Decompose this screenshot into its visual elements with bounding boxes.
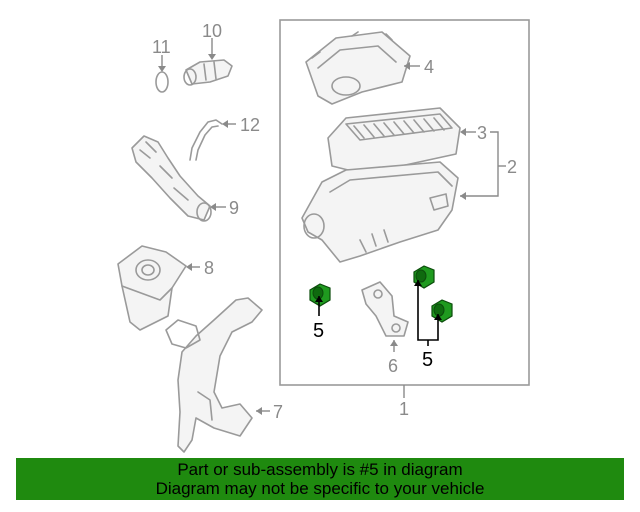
callout-1: 1 xyxy=(399,399,409,419)
parts-diagram: 11 10 12 9 8 7 xyxy=(117,19,530,453)
lower-housing[interactable] xyxy=(301,161,459,263)
part-9-intake-duct[interactable] xyxy=(131,135,212,222)
footer-line-1: Part or sub-assembly is #5 in diagram xyxy=(177,460,463,479)
callout-5-right: 5 xyxy=(422,349,433,371)
part-4-cover[interactable] xyxy=(305,31,411,105)
part-8-resonator[interactable] xyxy=(117,245,187,331)
part-3-filter[interactable] xyxy=(327,107,461,175)
part-10-sensor[interactable] xyxy=(183,59,233,86)
part-12-hose[interactable] xyxy=(189,119,223,161)
callout-2: 2 xyxy=(507,157,517,177)
callout-9: 9 xyxy=(229,198,239,218)
callout-5-left: 5 xyxy=(313,320,324,342)
part-5-grommet-left[interactable] xyxy=(309,283,331,307)
callout-12: 12 xyxy=(240,115,260,135)
callout-4: 4 xyxy=(424,57,434,77)
callout-11: 11 xyxy=(152,37,171,57)
callout-6: 6 xyxy=(388,356,398,376)
part-11-ring[interactable] xyxy=(155,71,169,93)
callout-3: 3 xyxy=(477,123,487,143)
part-7-intake-pipe[interactable] xyxy=(165,297,263,453)
footer-line-2: Diagram may not be specific to your vehi… xyxy=(155,479,485,498)
callout-7: 7 xyxy=(273,402,283,422)
callout-10: 10 xyxy=(202,21,222,41)
footer-banner: Part or sub-assembly is #5 in diagram Di… xyxy=(16,458,624,500)
callout-8: 8 xyxy=(204,258,214,278)
part-6-bracket[interactable] xyxy=(361,281,409,337)
